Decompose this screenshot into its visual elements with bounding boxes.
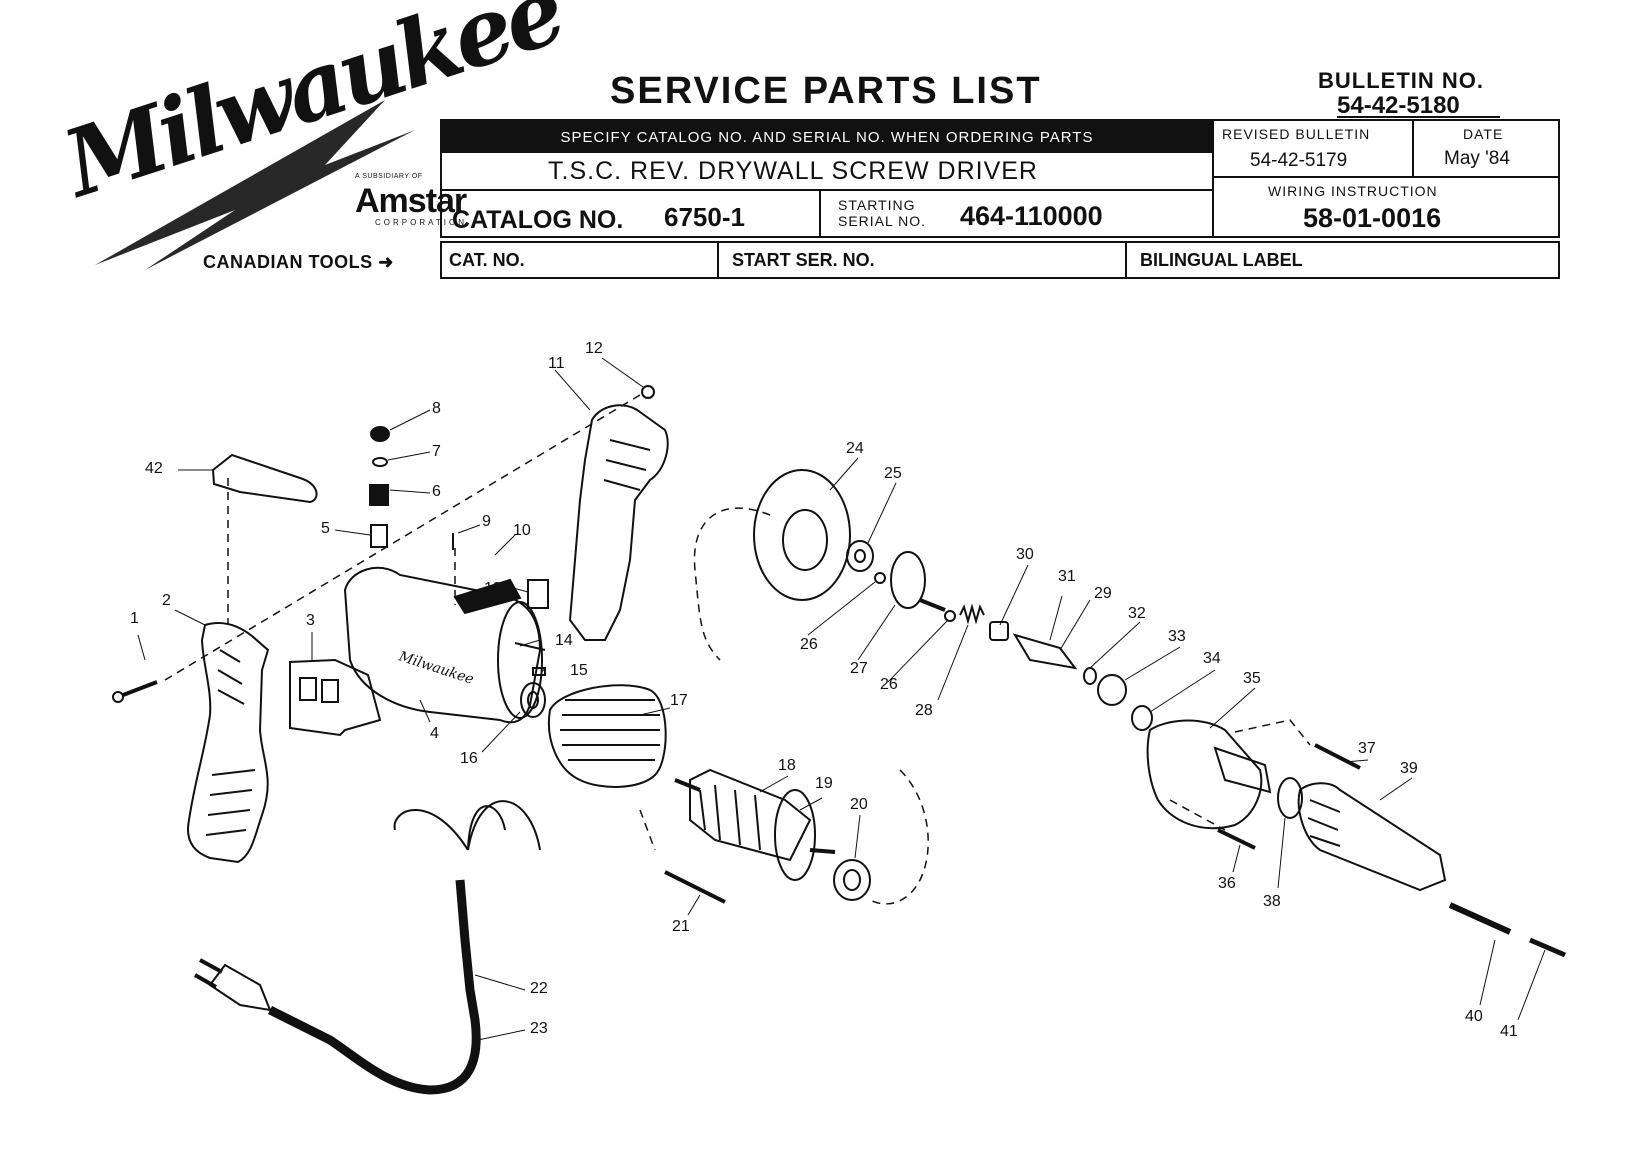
part-label: 24 — [846, 440, 864, 457]
part-label: 36 — [1218, 875, 1236, 892]
svg-text:Milwaukee: Milwaukee — [396, 648, 476, 688]
starting-label-line1: STARTING — [838, 197, 916, 213]
cat-no-label: CAT. NO. — [449, 250, 525, 270]
catalog-no-label: CATALOG NO. — [452, 206, 624, 234]
date-value: May '84 — [1444, 148, 1510, 169]
part-label: 37 — [1358, 740, 1376, 757]
part-label: 30 — [1016, 546, 1034, 563]
part-label: 5 — [321, 520, 330, 537]
part-label: 38 — [1263, 893, 1281, 910]
part-label: 6 — [432, 483, 441, 500]
revised-bulletin-label: REVISED BULLETIN — [1222, 126, 1371, 142]
header-table-lines — [440, 116, 1560, 279]
subsidiary-label: A SUBSIDIARY OF — [355, 173, 423, 180]
part-label: 26 — [800, 636, 818, 653]
part-label: 15 — [570, 662, 588, 679]
canadian-tools-label: CANADIAN TOOLS ➜ — [203, 252, 394, 272]
part-label: 14 — [555, 632, 573, 649]
bilingual-label: BILINGUAL LABEL — [1140, 250, 1303, 270]
part-label: 35 — [1243, 670, 1261, 687]
serial-label-line2: SERIAL NO. — [838, 213, 927, 229]
part-label: 13 — [484, 580, 502, 597]
part-label: 29 — [1094, 585, 1112, 602]
date-label: DATE — [1463, 126, 1504, 142]
part-label: 18 — [778, 757, 796, 774]
part-label: 17 — [670, 692, 688, 709]
tool-name: T.S.C. REV. DRYWALL SCREW DRIVER — [548, 157, 1038, 185]
starting-serial-value: 464-110000 — [960, 201, 1103, 231]
revised-bulletin-value: 54-42-5179 — [1250, 150, 1348, 171]
part-label: 34 — [1203, 650, 1221, 667]
part-label: 42 — [145, 460, 163, 477]
catalog-no-value: 6750-1 — [664, 202, 745, 232]
arrow-right-icon: ➜ — [378, 252, 394, 272]
part-label: 9 — [482, 513, 491, 530]
part-label: 19 — [815, 775, 833, 792]
part-label: 4 — [430, 725, 439, 742]
part-label: 21 — [672, 918, 690, 935]
lightning-bolt-icon — [95, 100, 415, 270]
part-label: 39 — [1400, 760, 1418, 777]
part-label: 3 — [306, 612, 315, 629]
part-label: 40 — [1465, 1008, 1483, 1025]
part-label: 27 — [850, 660, 868, 677]
corporation-label: CORPORATION — [375, 218, 467, 227]
part-label: 31 — [1058, 568, 1076, 585]
part-label: 32 — [1128, 605, 1146, 622]
part-label: 7 — [432, 443, 441, 460]
part-label: 11 — [548, 355, 565, 372]
part-label: 20 — [850, 796, 868, 813]
part-label: 16 — [460, 750, 478, 767]
specify-banner: SPECIFY CATALOG NO. AND SERIAL NO. WHEN … — [441, 121, 1213, 153]
part-label: 8 — [432, 400, 441, 417]
page-title: SERVICE PARTS LIST — [610, 70, 1042, 112]
bulletin-number: 54-42-5180 — [1337, 92, 1460, 119]
part-label: 23 — [530, 1020, 548, 1037]
part-label: 25 — [884, 465, 902, 482]
part-label: 12 — [585, 340, 603, 357]
part-label: 1 — [130, 610, 139, 627]
wiring-instruction-value: 58-01-0016 — [1303, 203, 1442, 233]
amstar-logo: Amstar — [355, 182, 467, 220]
start-ser-no-label: START SER. NO. — [732, 250, 875, 270]
part-label: 2 — [162, 592, 171, 609]
part-label: 22 — [530, 980, 548, 997]
part-label: 28 — [915, 702, 933, 719]
part-label: 10 — [513, 522, 531, 539]
milwaukee-logo: Milwaukee A SUBSIDIARY OF Amstar CORPORA… — [52, 0, 573, 280]
bulletin-label: BULLETIN NO. — [1318, 68, 1484, 93]
part-label: 26 — [880, 676, 898, 693]
part-label: 33 — [1168, 628, 1186, 645]
part-label: 41 — [1500, 1023, 1518, 1040]
wiring-instruction-label: WIRING INSTRUCTION — [1268, 183, 1438, 199]
